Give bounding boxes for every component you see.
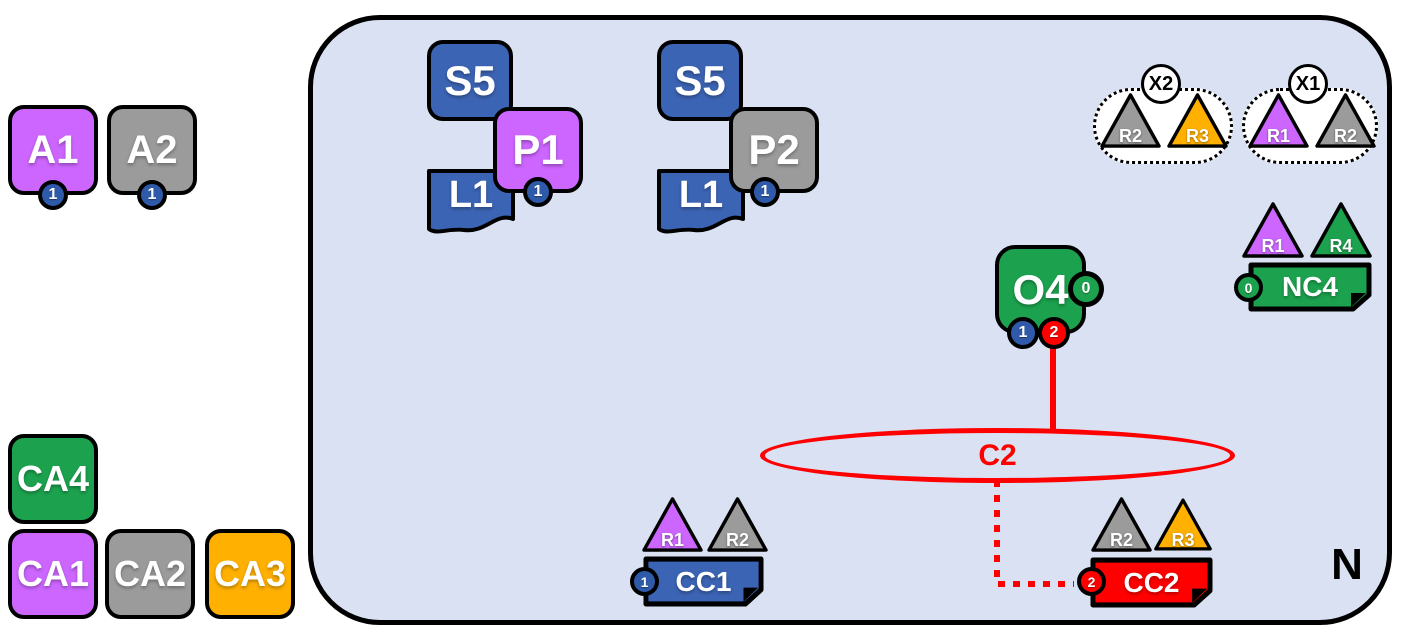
channel-c2: C2 xyxy=(760,428,1235,483)
orchestrator-o4-badge-right: 0 xyxy=(1068,271,1104,307)
process-p1-badge: 1 xyxy=(523,177,553,207)
agent-a1-badge: 1 xyxy=(38,180,68,210)
session-s5-2-label: S5 xyxy=(674,56,726,104)
orchestrator-o4-label: O4 xyxy=(1012,265,1069,313)
connector-cc1-badge: 1 xyxy=(630,567,659,596)
process-p2: P2 xyxy=(729,107,819,193)
capability-ca2-label: CA2 xyxy=(113,553,187,594)
flag-shape xyxy=(427,169,515,234)
node-n-label: N xyxy=(1331,540,1363,589)
badge-value: 0 xyxy=(1244,279,1253,296)
log-l1-2-label: L1 xyxy=(678,174,724,216)
badge-value: 1 xyxy=(1018,324,1028,341)
connector-cc2: CC2 xyxy=(1090,557,1213,608)
process-p2-label: P2 xyxy=(748,126,800,173)
channel-c2-label: C2 xyxy=(978,438,1017,472)
capability-ca4: CA4 xyxy=(8,434,98,524)
capability-ca3-label: CA3 xyxy=(213,553,287,594)
agent-a2: A2 xyxy=(107,105,197,195)
agent-a2-label: A2 xyxy=(126,127,178,172)
log-l1-1-label: L1 xyxy=(448,174,494,216)
session-s5-1: S5 xyxy=(427,40,513,121)
badge-value: 0 xyxy=(1081,280,1091,297)
agent-a1-label: A1 xyxy=(27,127,79,172)
log-l1-1: L1 xyxy=(426,168,516,238)
log-l1-2: L1 xyxy=(656,168,746,238)
process-p2-badge: 1 xyxy=(750,177,780,207)
orchestrator-o4-badge-blue: 1 xyxy=(1007,317,1039,349)
session-s5-2: S5 xyxy=(657,40,743,121)
badge-value: 2 xyxy=(1049,324,1059,341)
capability-ca1-label: CA1 xyxy=(16,553,90,594)
process-p1-badge-value: 1 xyxy=(533,183,543,200)
pool-x2-count: X2 xyxy=(1141,64,1181,104)
capability-ca4-label: CA4 xyxy=(16,458,90,499)
badge-value: 1 xyxy=(640,573,649,590)
agent-a2-badge: 1 xyxy=(137,180,167,210)
connector-cc2-label: CC2 xyxy=(1123,566,1180,598)
pool-x1-count: X1 xyxy=(1288,64,1328,104)
orchestrator-o4-badge-red: 2 xyxy=(1038,317,1070,349)
flag-shape xyxy=(657,169,745,234)
capability-ca1: CA1 xyxy=(8,529,98,619)
connector-nc4: NC4 xyxy=(1248,262,1372,312)
connector-cc2-badge: 2 xyxy=(1077,567,1106,596)
process-p1-label: P1 xyxy=(512,126,564,173)
connector-cc1: CC1 xyxy=(643,556,764,607)
connector-cc1-label: CC1 xyxy=(675,565,732,597)
pool-x1-label: X1 xyxy=(1295,72,1321,95)
pool-x2-label: X2 xyxy=(1148,72,1174,95)
capability-ca2: CA2 xyxy=(105,529,195,619)
badge-value: 1 xyxy=(48,186,58,203)
badge-value: 1 xyxy=(147,186,157,203)
session-s5-1-label: S5 xyxy=(444,56,496,104)
capability-ca3: CA3 xyxy=(205,529,295,619)
badge-value: 2 xyxy=(1087,573,1096,590)
connector-nc4-label: NC4 xyxy=(1281,271,1338,302)
connector-nc4-badge: 0 xyxy=(1234,273,1263,302)
process-p2-badge-value: 1 xyxy=(760,183,770,200)
